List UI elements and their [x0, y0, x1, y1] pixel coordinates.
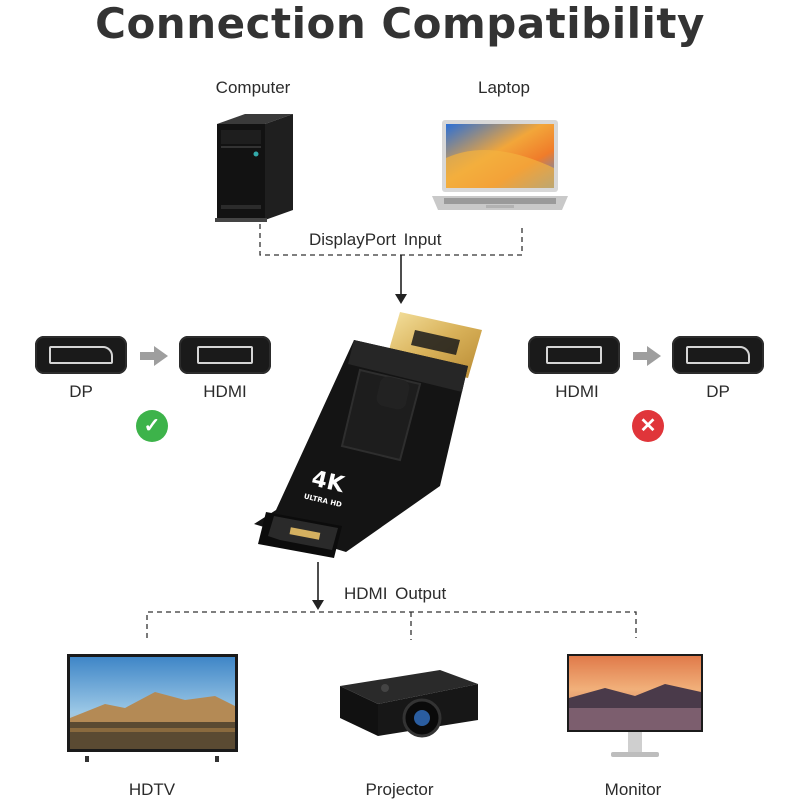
- hdmi-port-icon: [179, 336, 271, 374]
- monitor-image: [565, 652, 705, 762]
- projector-label: Projector: [365, 780, 434, 799]
- input-arrow: [395, 294, 407, 304]
- projector-image: [330, 664, 480, 744]
- monitor-label: Monitor: [604, 780, 662, 799]
- hdmi-label-right: HDMI: [555, 382, 599, 401]
- output-label: HDMI Output: [344, 584, 447, 603]
- hdtv-label: HDTV: [128, 780, 176, 799]
- dp-port-icon-right: [672, 336, 764, 374]
- unsupported-cross-icon: ✕: [632, 410, 664, 442]
- hdmi-port-icon-right: [528, 336, 620, 374]
- adapter-image: 4K ULTRA HD: [250, 300, 490, 570]
- hdmi-label-left: HDMI: [203, 382, 247, 401]
- computer-image: [205, 110, 300, 225]
- computer-label: Computer: [215, 78, 291, 97]
- dp-label-right: DP: [706, 382, 730, 401]
- laptop-image: [430, 118, 570, 218]
- laptop-label: Laptop: [478, 78, 530, 97]
- arrow-right-icon-2: [631, 345, 663, 367]
- arrow-right-icon: [138, 345, 170, 367]
- supported-check-icon: ✓: [136, 410, 168, 442]
- hdtv-image: [65, 652, 240, 764]
- dp-port-icon: [35, 336, 127, 374]
- output-arrow: [312, 600, 324, 610]
- page-title: Connection Compatibility: [95, 0, 705, 48]
- dp-label-left: DP: [69, 382, 93, 401]
- input-label: DisplayPort Input: [309, 230, 442, 249]
